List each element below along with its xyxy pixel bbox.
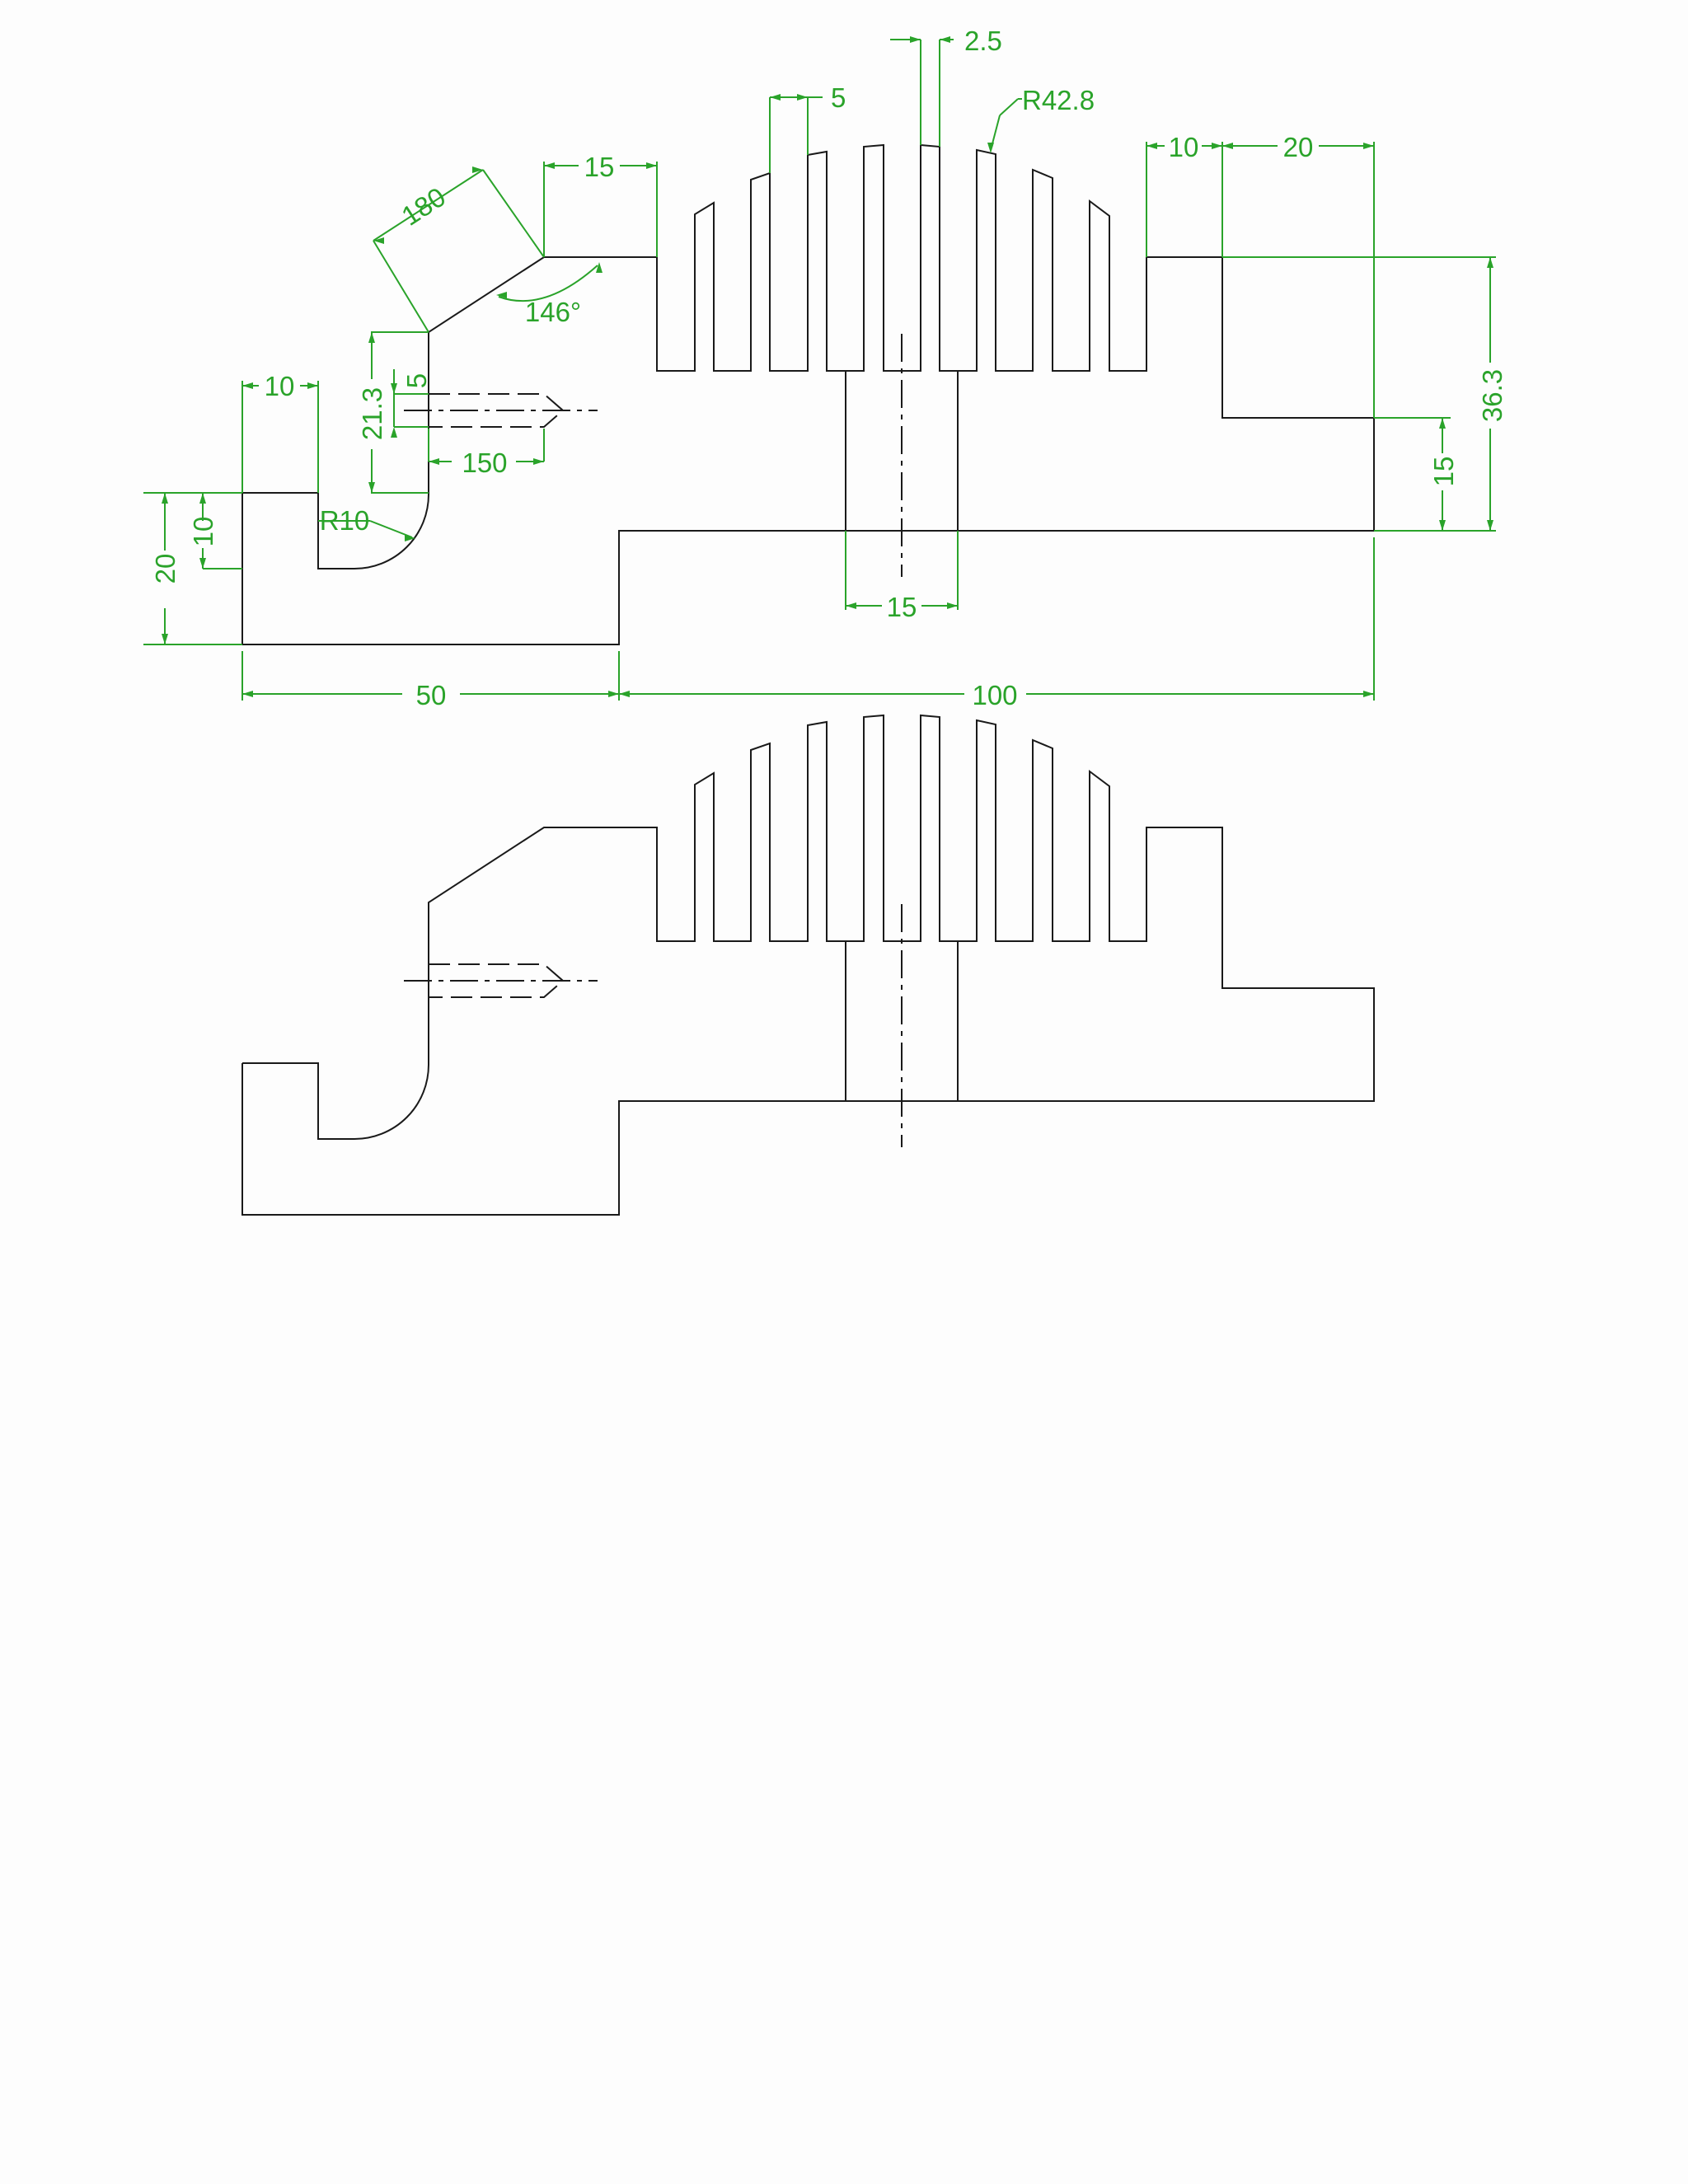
dim-arrow (429, 458, 439, 465)
dim-text-d_10_left: 10 (265, 371, 295, 401)
dim-arrow (987, 143, 994, 153)
dim-arrow (391, 383, 397, 394)
part-outline (241, 143, 1375, 645)
dim-arrow (1363, 143, 1374, 149)
dim-arrow (1487, 520, 1493, 531)
dim-text-d_15_bore: 15 (887, 592, 917, 622)
plain-view (241, 714, 1375, 1216)
dim-arrow (596, 262, 603, 273)
dim-text-d_100: 100 (972, 680, 1017, 710)
dim-text-d_r42_8: R42.8 (1022, 85, 1095, 115)
dim-text-d_10_vert: 10 (188, 517, 218, 547)
dim-arrow (242, 382, 253, 389)
dim-arrow (619, 691, 630, 697)
dim-arrow (242, 691, 253, 697)
dim-arrow (162, 493, 168, 504)
dim-arrow (1363, 691, 1374, 697)
dim-text-d_150: 150 (462, 448, 507, 478)
dim-text-d_146: 146° (525, 297, 581, 327)
dim-text-d_10_top: 10 (1169, 132, 1199, 162)
dim-arrow (1487, 257, 1493, 268)
dim-arrow (846, 602, 856, 609)
dim-arrow (472, 166, 483, 173)
dim-arrow (391, 427, 397, 438)
dim-arrow (368, 332, 375, 343)
dim-arrow (199, 493, 206, 504)
dim-line (369, 520, 413, 538)
dim-line (999, 98, 1019, 116)
dim-text-d_36_3: 36.3 (1477, 369, 1507, 422)
dim-line (482, 169, 545, 258)
part-outline (241, 714, 1375, 1216)
drilled-hole-hidden (429, 963, 565, 998)
dim-text-d_5_top: 5 (831, 82, 846, 113)
dim-text-d_15_right: 15 (1428, 457, 1459, 487)
dim-arrow (496, 292, 507, 298)
angle-arc (498, 265, 598, 302)
dim-text-d_5_hole: 5 (401, 373, 432, 388)
dim-arrow (544, 162, 555, 169)
dim-arrow (770, 94, 781, 101)
dim-text-d_r10: R10 (320, 505, 370, 536)
dimensioned-view (241, 143, 1375, 645)
dim-text-d_15_top: 15 (584, 152, 615, 182)
dim-arrow (1439, 520, 1446, 531)
dim-arrow (307, 382, 318, 389)
dim-text-d_180: 180 (396, 181, 451, 232)
dim-arrow (373, 237, 384, 244)
dim-arrow (646, 162, 657, 169)
dim-arrow (533, 458, 544, 465)
dim-text-d_50: 50 (416, 680, 447, 710)
dim-arrow (940, 36, 950, 43)
dim-arrow (1146, 143, 1157, 149)
dim-arrow (910, 36, 921, 43)
dim-text-d_20_vert: 20 (150, 554, 181, 584)
drilled-hole-hidden (429, 393, 565, 428)
dim-text-d_2_5: 2.5 (964, 26, 1002, 56)
dim-text-d_20_top: 20 (1283, 132, 1314, 162)
dim-arrow (608, 691, 619, 697)
dim-arrow (1439, 418, 1446, 429)
dim-arrow (199, 558, 206, 569)
dim-arrow (368, 482, 375, 493)
dim-arrow (1212, 143, 1222, 149)
dim-text-d_21_3: 21.3 (357, 387, 387, 440)
dim-line (373, 169, 484, 241)
dim-arrow (162, 634, 168, 644)
dim-arrow (797, 94, 808, 101)
dim-arrow (947, 602, 958, 609)
dim-arrow (1222, 143, 1233, 149)
dim-line (373, 240, 429, 333)
dim-arrow (405, 535, 415, 541)
